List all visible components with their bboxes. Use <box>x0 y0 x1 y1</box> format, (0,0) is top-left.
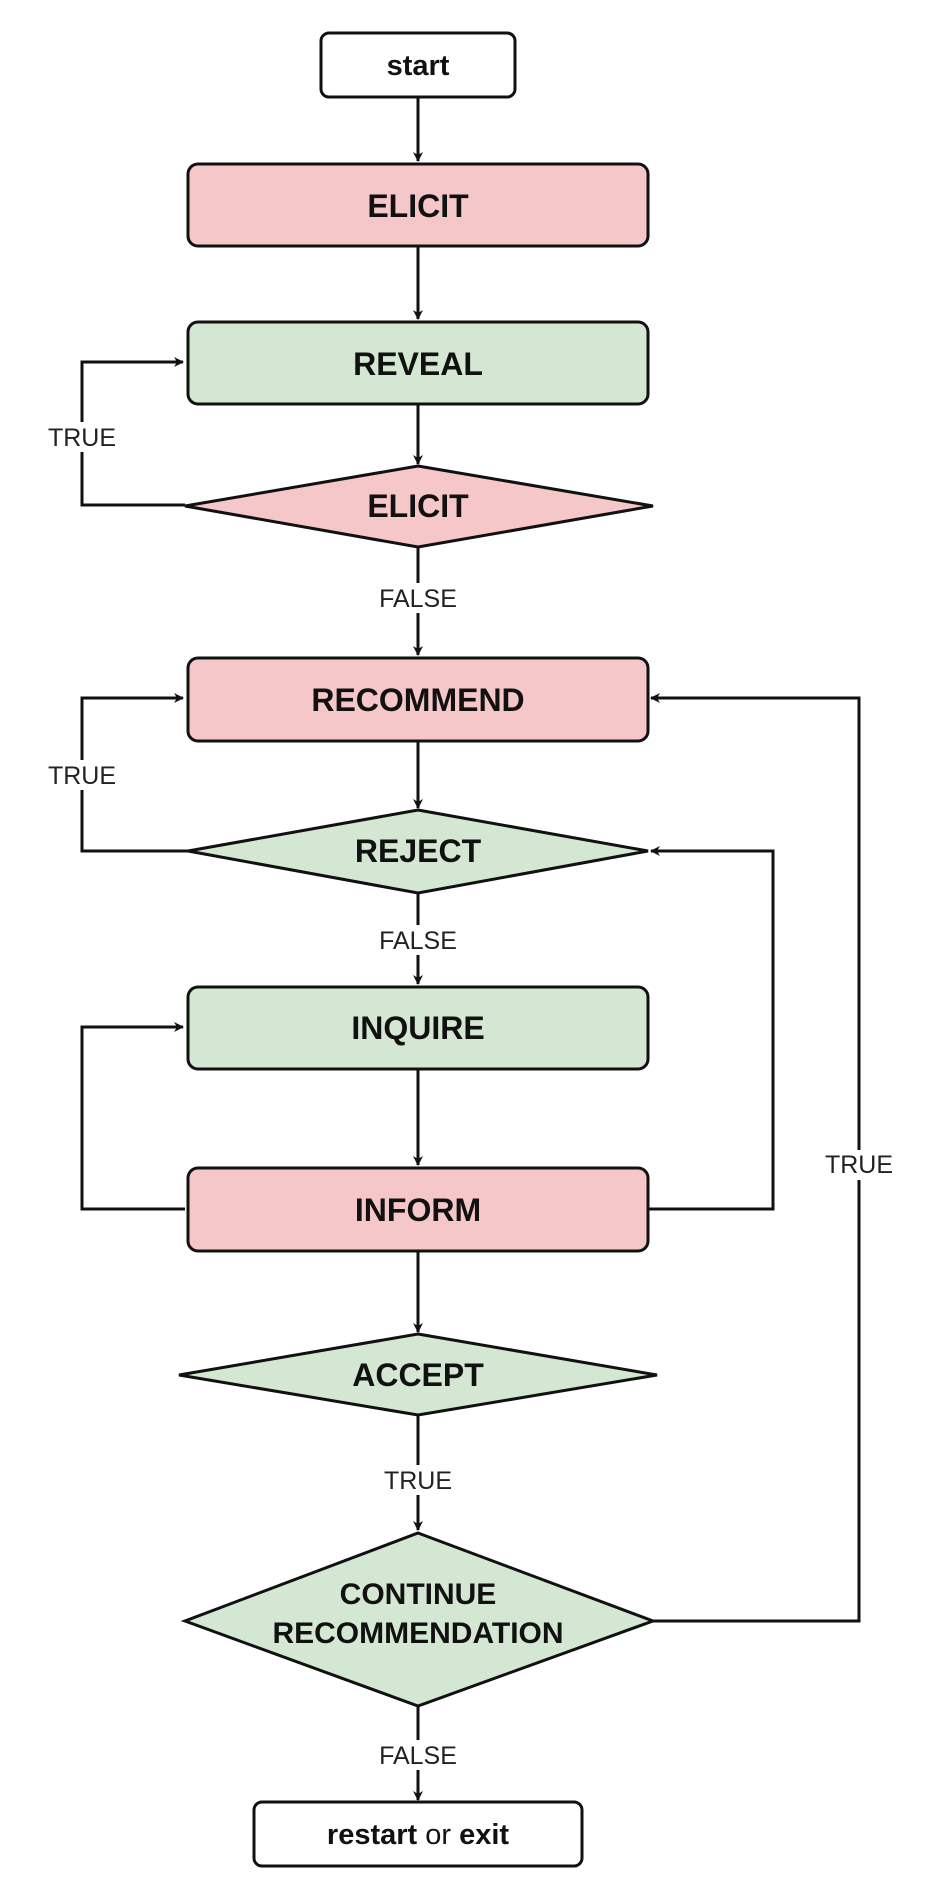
inquire-node: INQUIRE <box>186 985 650 1071</box>
inform-label: INFORM <box>355 1192 481 1228</box>
end-box <box>252 1800 584 1868</box>
reject-decision-diamond <box>187 808 649 895</box>
start-node: start <box>319 31 517 99</box>
start-label: start <box>387 50 450 82</box>
reject-decision-label: REJECT <box>355 833 482 869</box>
label-elicit-true: TRUE <box>48 424 116 452</box>
elicit-decision-diamond <box>184 464 654 549</box>
edge-inform-reject-loop <box>648 846 775 1211</box>
elicit-box <box>186 162 650 248</box>
end-label-exit: exit <box>459 1819 509 1851</box>
label-reject-true: TRUE <box>48 762 116 790</box>
end-label-restart: restart <box>327 1819 418 1851</box>
recommend-box <box>186 656 650 743</box>
reveal-label: REVEAL <box>353 346 483 382</box>
start-box <box>319 31 517 99</box>
recommend-label: RECOMMEND <box>311 682 524 718</box>
accept-decision-label: ACCEPT <box>352 1357 484 1393</box>
inquire-label: INQUIRE <box>351 1010 484 1046</box>
reveal-node: REVEAL <box>186 320 650 406</box>
recommend-node: RECOMMEND <box>186 656 650 743</box>
inform-box <box>186 1166 650 1253</box>
continue-decision-label-line1: CONTINUE <box>340 1578 497 1611</box>
continue-decision-diamond <box>180 1531 658 1708</box>
inform-node: INFORM <box>186 1166 650 1253</box>
label-continue-false: FALSE <box>379 1742 457 1770</box>
elicit-node: ELICIT <box>186 162 650 248</box>
label-continue-true: TRUE <box>825 1151 893 1179</box>
elicit-decision-node: ELICIT <box>184 464 654 549</box>
edge-inform-inquire-loop <box>80 1022 185 1211</box>
end-node: restart or exit <box>252 1800 584 1868</box>
label-accept-true: TRUE <box>384 1467 452 1495</box>
accept-decision-node: ACCEPT <box>178 1332 658 1417</box>
edge-labels: TRUE FALSE TRUE FALSE TRUE TRUE FALSE <box>44 422 897 1770</box>
end-label-or: or <box>417 1819 459 1851</box>
reveal-box <box>186 320 650 406</box>
continue-decision-node: CONTINUE RECOMMENDATION <box>180 1531 658 1708</box>
elicit-decision-label: ELICIT <box>367 488 469 524</box>
inquire-box <box>186 985 650 1071</box>
continue-decision-label-line2: RECOMMENDATION <box>272 1617 563 1650</box>
label-elicit-false: FALSE <box>379 585 457 613</box>
end-label: restart or exit <box>327 1819 510 1851</box>
label-reject-false: FALSE <box>379 927 457 955</box>
elicit-label: ELICIT <box>367 188 469 224</box>
reject-decision-node: REJECT <box>187 808 649 895</box>
accept-decision-diamond <box>178 1332 658 1417</box>
